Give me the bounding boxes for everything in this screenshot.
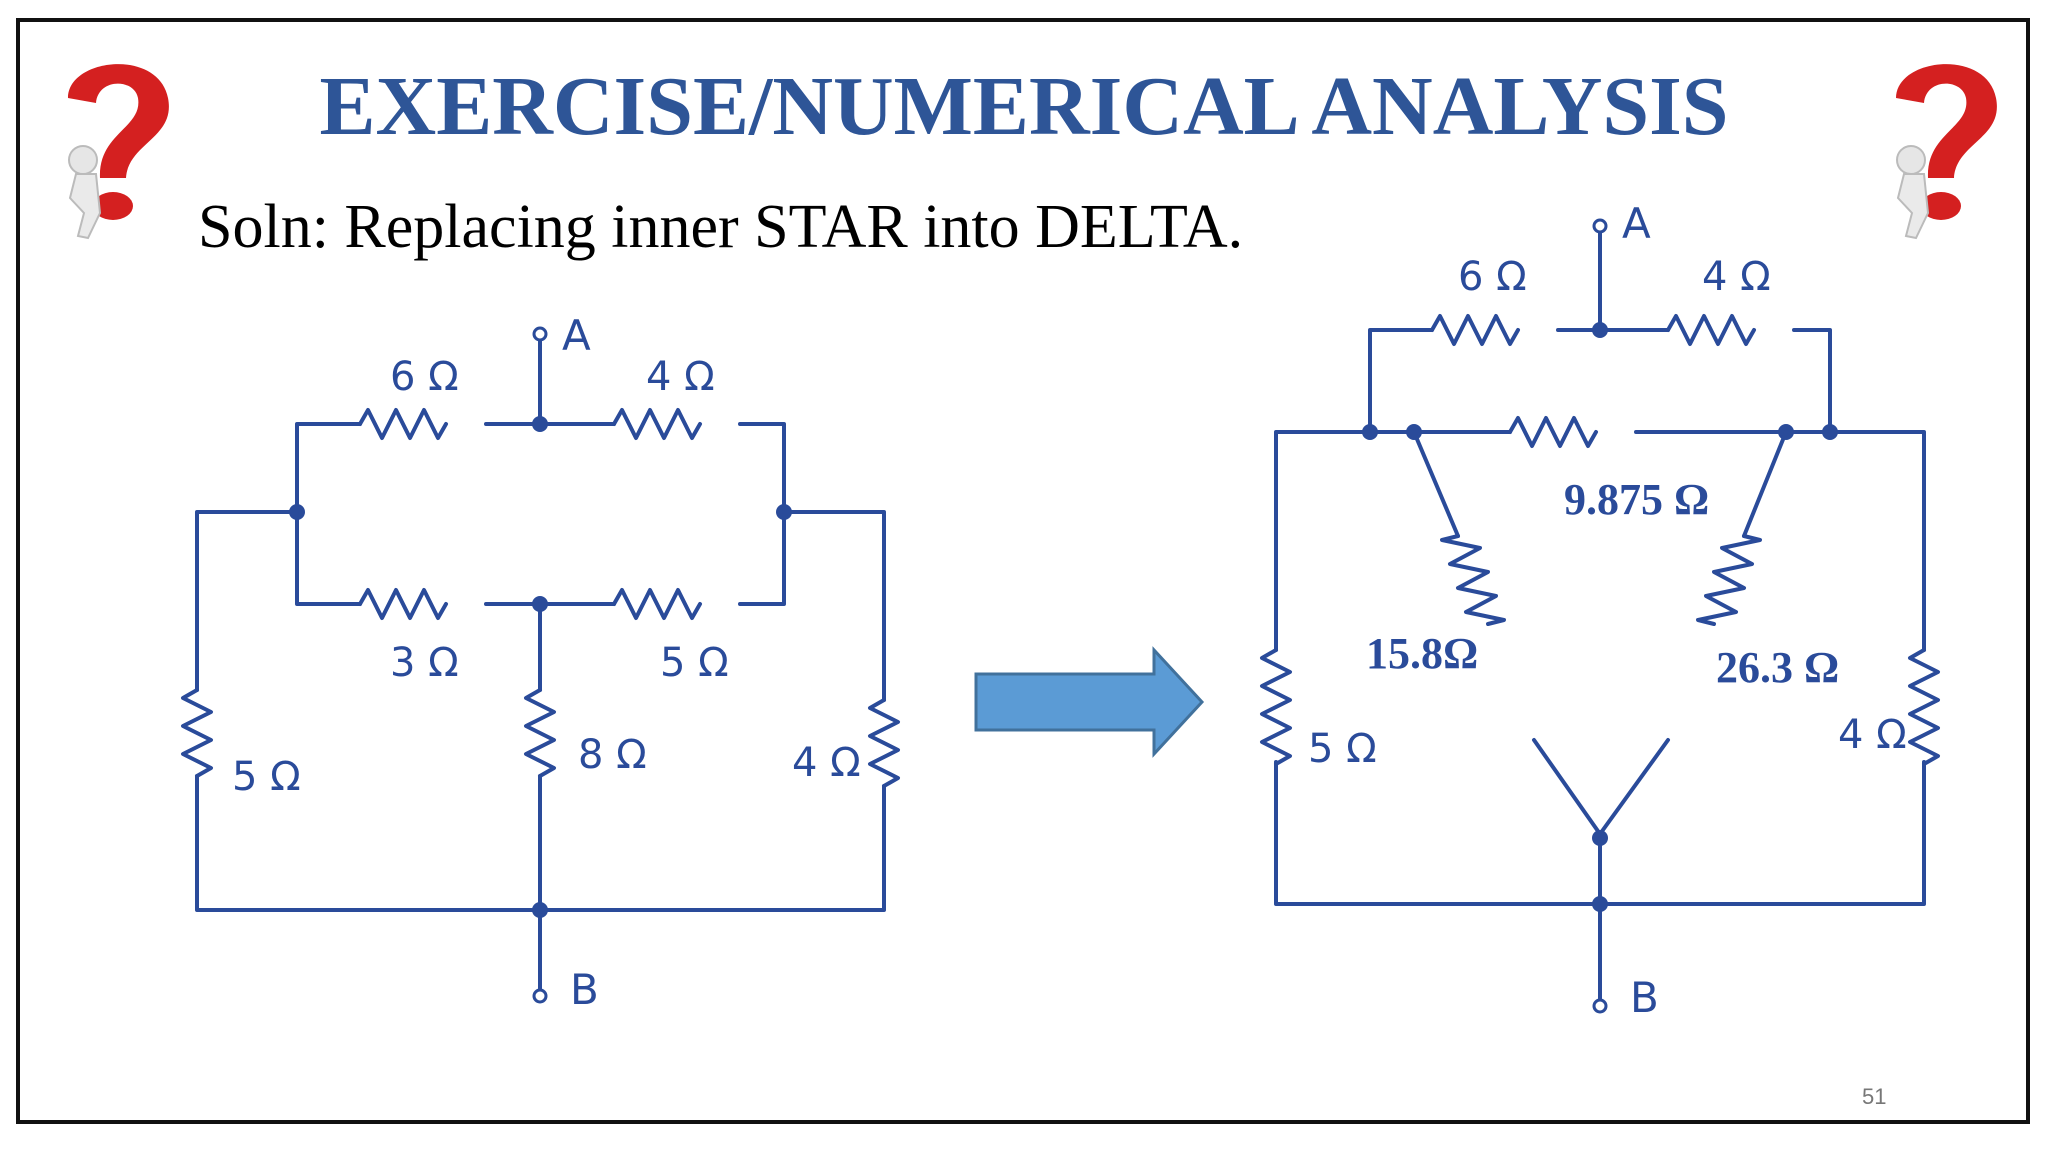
label-r-mid-left: 3 Ω bbox=[390, 640, 459, 686]
wire bbox=[538, 784, 886, 912]
wire bbox=[295, 422, 362, 514]
wire bbox=[1598, 760, 1926, 906]
question-mark-figure-icon bbox=[68, 64, 169, 240]
wire bbox=[738, 510, 786, 606]
wire bbox=[1828, 430, 1926, 652]
resistor-outer-right bbox=[1908, 648, 1940, 766]
terminal-b-label: B bbox=[570, 965, 599, 1014]
junction bbox=[1592, 896, 1608, 912]
label-r-mid-right: 5 Ω bbox=[660, 640, 729, 686]
label-r-delta-right: 26.3 Ω bbox=[1716, 643, 1839, 692]
question-mark-figure-icon bbox=[1896, 64, 1997, 240]
wire bbox=[1792, 328, 1832, 434]
page-number: 51 bbox=[1862, 1084, 1887, 1109]
slide-title: EXERCISE/NUMERICAL ANALYSIS bbox=[319, 60, 1729, 153]
slide-frame bbox=[16, 18, 2030, 1124]
wire bbox=[195, 510, 299, 692]
terminal-b-node bbox=[1592, 998, 1608, 1014]
wire bbox=[1742, 430, 1788, 538]
label-r-top-right: 4 Ω bbox=[1702, 254, 1771, 300]
wire bbox=[1598, 738, 1670, 836]
resistor-outer-right bbox=[868, 698, 900, 788]
right-circuit: A B 6 Ω 4 Ω 9.875 Ω 15.8Ω 26.3 Ω 5 Ω 4 Ω bbox=[1260, 199, 1940, 1022]
resistor-outer-left bbox=[181, 688, 213, 778]
terminal-a-node bbox=[1592, 218, 1608, 234]
terminal-a-label: A bbox=[1622, 199, 1651, 248]
label-r-center: 8 Ω bbox=[578, 732, 647, 778]
resistor-6-ohm bbox=[1430, 314, 1520, 346]
wire bbox=[1412, 430, 1460, 538]
left-circuit: A B 6 Ω 4 Ω 3 Ω 5 Ω 8 Ω 5 Ω 4 Ω bbox=[181, 311, 900, 1014]
resistor-delta-top bbox=[1508, 416, 1598, 448]
slide-subtitle: Soln: Replacing inner STAR into DELTA. bbox=[198, 193, 1244, 261]
resistor-4-ohm bbox=[1666, 314, 1756, 346]
wire bbox=[738, 422, 786, 514]
junction bbox=[532, 902, 548, 918]
junction bbox=[532, 416, 548, 432]
terminal-a-node bbox=[532, 326, 548, 342]
resistor-3-ohm bbox=[358, 588, 448, 620]
wire bbox=[1532, 738, 1602, 836]
wire bbox=[782, 510, 886, 702]
label-r-outer-left: 5 Ω bbox=[232, 754, 301, 800]
resistor-8-ohm bbox=[524, 688, 556, 778]
label-r-top-left: 6 Ω bbox=[390, 354, 459, 400]
right-arrow-icon bbox=[974, 646, 1205, 758]
wire bbox=[1368, 328, 1434, 434]
label-r-outer-right: 4 Ω bbox=[1838, 712, 1907, 758]
resistor-delta-right bbox=[1696, 534, 1762, 626]
wire bbox=[1274, 430, 1372, 652]
wire bbox=[295, 510, 362, 606]
resistor-4-ohm bbox=[612, 408, 702, 440]
label-r-delta-left: 15.8Ω bbox=[1366, 629, 1478, 678]
label-r-delta-top: 9.875 Ω bbox=[1564, 475, 1709, 524]
wire bbox=[195, 774, 542, 912]
label-r-outer-right: 4 Ω bbox=[792, 740, 861, 786]
terminal-b-label: B bbox=[1630, 973, 1659, 1022]
label-r-outer-left: 5 Ω bbox=[1308, 726, 1377, 772]
terminal-b-node bbox=[532, 988, 548, 1004]
resistor-delta-left bbox=[1440, 534, 1506, 626]
resistor-5-ohm bbox=[612, 588, 702, 620]
label-r-top-right: 4 Ω bbox=[646, 354, 715, 400]
label-r-top-left: 6 Ω bbox=[1458, 254, 1527, 300]
junction bbox=[1592, 322, 1608, 338]
resistor-6-ohm bbox=[358, 408, 448, 440]
resistor-outer-left bbox=[1260, 648, 1292, 766]
terminal-a-label: A bbox=[562, 311, 591, 360]
wire bbox=[1274, 760, 1602, 906]
